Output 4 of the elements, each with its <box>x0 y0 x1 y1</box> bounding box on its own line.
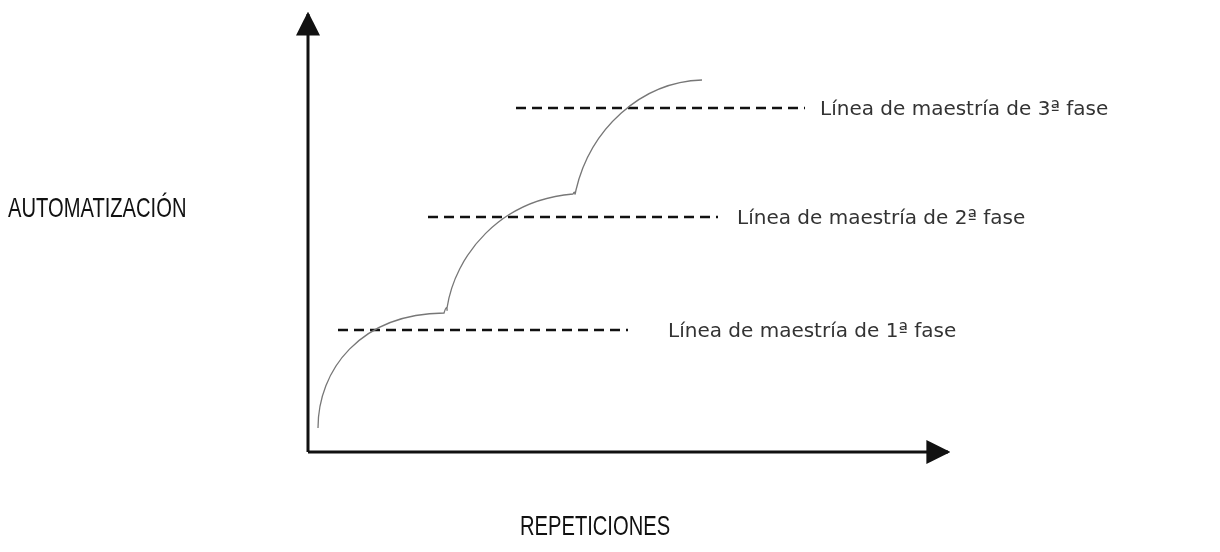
line-label: Línea de maestría de 2ª fase <box>737 205 1026 229</box>
line-label: Línea de maestría de 1ª fase <box>668 318 957 342</box>
axis-label: REPETICIONES <box>520 514 671 538</box>
line-label: Línea de maestría de 3ª fase <box>820 96 1109 120</box>
